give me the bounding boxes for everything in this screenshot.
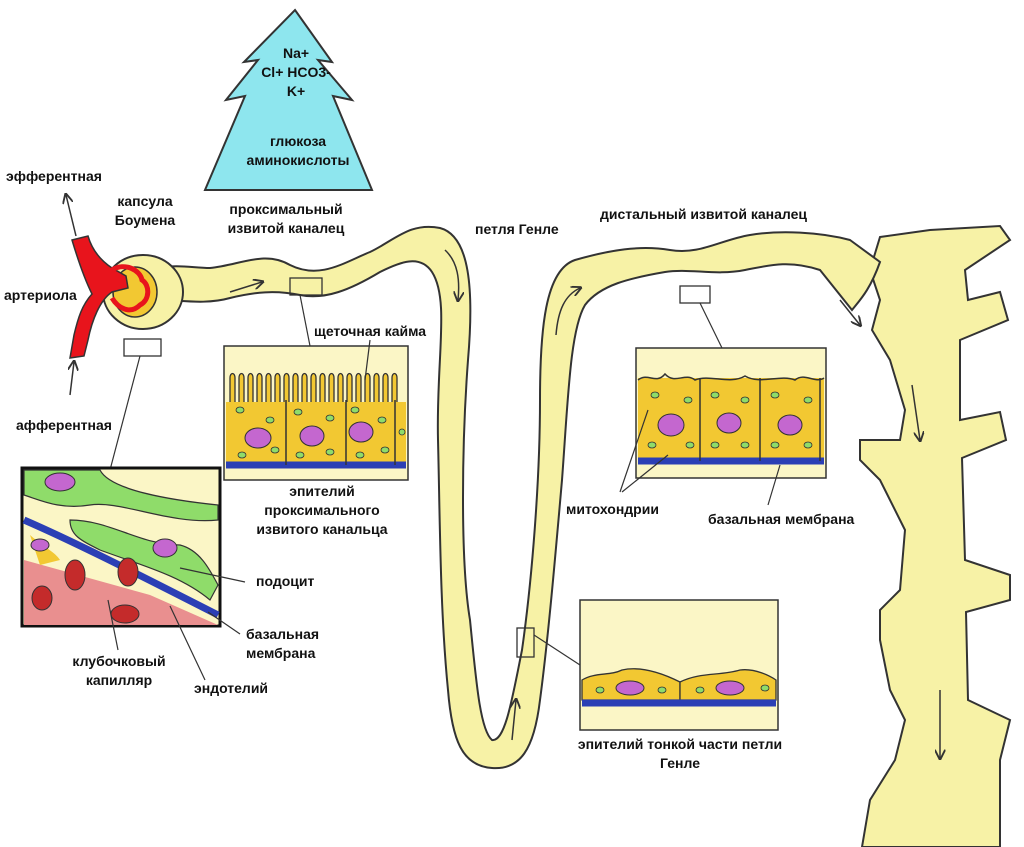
label-efferent: эфферентная — [6, 168, 102, 184]
leader-brush-border — [364, 339, 371, 381]
microvillus — [247, 372, 254, 402]
microvillus — [301, 372, 308, 402]
label-capsule: капсула Боумена — [114, 193, 176, 228]
sample-box-proximal — [289, 277, 323, 296]
inset-proximal-epithelium — [223, 345, 409, 481]
ion-k: K+ — [286, 83, 306, 99]
microvillus — [319, 372, 326, 402]
leader-capsule — [109, 355, 141, 471]
label-loop: петля Генле — [475, 221, 559, 237]
nutrient-amino-acids: аминокислоты — [246, 152, 350, 168]
flow-arrow-loop-down — [444, 249, 459, 300]
flow-arrow-loop-up — [512, 700, 516, 741]
leader-mito-1 — [619, 409, 649, 493]
label-thin-epithelium: эпителий тонкой части петли Генле — [577, 736, 783, 771]
microvillus — [229, 372, 236, 402]
label-proximal: проксимальный извитой каналец — [227, 201, 345, 236]
microvillus — [382, 372, 389, 402]
label-podocyte: подоцит — [256, 573, 315, 589]
tubule — [148, 225, 882, 770]
leader-basement-1 — [207, 611, 241, 635]
leader-endothelium — [169, 605, 206, 681]
microvillus — [274, 372, 281, 402]
nutrient-glucose: глюкоза — [269, 133, 327, 149]
transport-tree — [203, 8, 374, 191]
collecting-duct — [859, 224, 1012, 847]
leader-distal — [699, 302, 723, 349]
label-basement-membrane: базальная мембрана — [708, 511, 855, 527]
flow-arrow-distal-up — [555, 288, 580, 336]
microvillus — [355, 372, 362, 402]
sample-box-distal — [679, 285, 711, 304]
label-basement-membrane-2: базальная мембрана — [246, 626, 320, 661]
inset-glomerulus — [20, 466, 222, 628]
label-prox-epithelium: эпителий проксимального извитого канальц… — [256, 483, 388, 537]
label-endothelium: эндотелий — [194, 680, 269, 696]
microvillus — [310, 372, 317, 402]
microvillus — [265, 372, 272, 402]
microvillus — [337, 372, 344, 402]
microvillus — [283, 372, 290, 402]
flow-arrow-duct-1 — [911, 384, 920, 440]
label-mitochondria: митохондрии — [566, 501, 659, 517]
leader-capillary — [107, 599, 119, 651]
flow-arrow-distal — [839, 299, 860, 325]
sample-box-capsule — [123, 338, 162, 357]
afferent-arrow — [70, 362, 74, 396]
sample-box-thin — [516, 627, 535, 658]
label-arteriole: артериола — [4, 287, 77, 303]
microvillus — [373, 372, 380, 402]
microvillus — [238, 372, 245, 402]
efferent-arrow — [66, 195, 77, 237]
transport-ions: Na+ Cl+ HCO3- K+ — [248, 44, 344, 101]
label-afferent: афферентная — [16, 417, 112, 433]
microvillus — [256, 372, 263, 402]
ion-na: Na+ — [282, 45, 310, 61]
glomerular-loops — [109, 264, 151, 313]
leader-basement-2 — [767, 464, 781, 506]
microvillus — [328, 372, 335, 402]
flow-arrow-proximal — [229, 282, 262, 293]
arteriole — [69, 235, 129, 359]
leader-podocyte — [179, 567, 246, 583]
label-glomerular-capillary: клубочковый капилляр — [72, 653, 166, 688]
microvillus — [292, 372, 299, 402]
ion-cl-hco3: Cl+ HCO3- — [261, 64, 331, 80]
label-distal: дистальный извитой каналец — [600, 206, 807, 222]
leader-proximal — [299, 294, 311, 347]
leader-mito-2 — [621, 454, 669, 493]
label-brush-border: щеточная кайма — [314, 323, 427, 339]
transport-nutrients: глюкоза аминокислоты — [228, 132, 368, 170]
leader-thin — [533, 634, 581, 666]
microvillus — [346, 372, 353, 402]
inset-thin-epithelium — [579, 599, 779, 731]
inset-distal-epithelium — [635, 347, 827, 479]
microvillus — [391, 372, 398, 402]
